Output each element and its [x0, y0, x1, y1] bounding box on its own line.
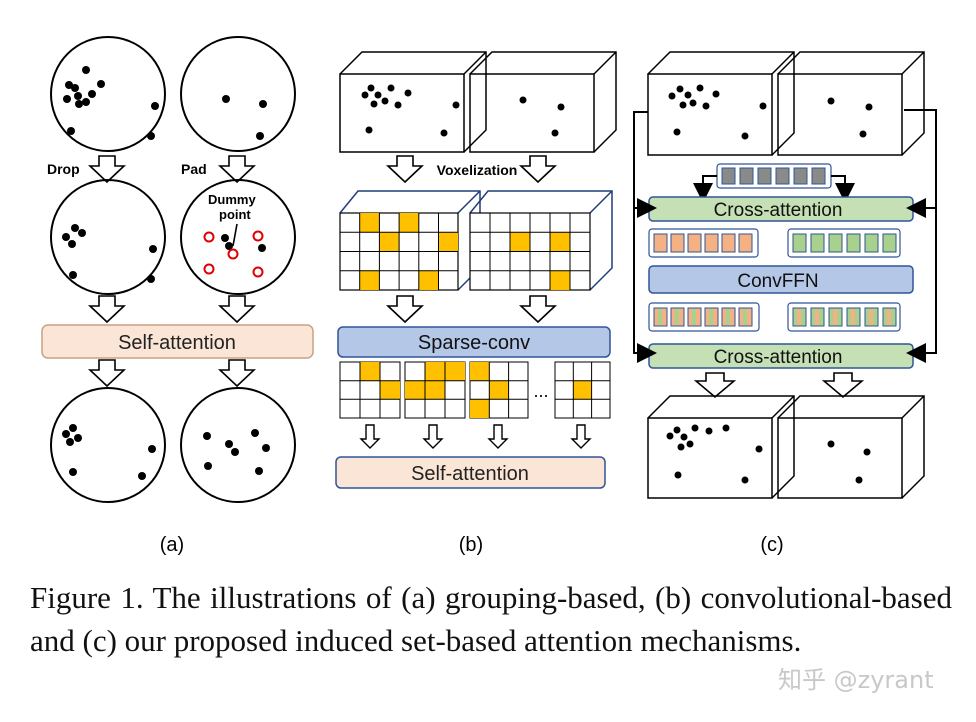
- watermark: 知乎 @zyrant: [778, 666, 934, 694]
- sparse-conv-label: Sparse-conv: [418, 332, 530, 354]
- small-down-arrows: [359, 424, 592, 449]
- points-c-sparse: [827, 97, 873, 138]
- down-arrow-icon: [87, 295, 127, 324]
- dummy-label: Dummy: [208, 192, 256, 207]
- dummy-label-point: point: [219, 207, 251, 222]
- down-arrow-icon: [385, 295, 425, 324]
- mixed-token-stripes-left: [658, 309, 747, 325]
- points-c-out-dense: [666, 424, 763, 484]
- point-cloud-circle: [50, 179, 166, 295]
- cube-left: [339, 51, 487, 153]
- drop-label: Drop: [47, 161, 80, 177]
- cross-attention-label-top: Cross-attention: [714, 200, 843, 221]
- cube-right: [469, 51, 617, 153]
- cube-right-c: [777, 51, 925, 156]
- voxelization-label: Voxelization: [437, 162, 518, 178]
- self-attention-label-b: Self-attention: [411, 463, 529, 485]
- voxel-grid-left: [339, 190, 481, 291]
- down-arrow-icon: [87, 155, 127, 184]
- window-2: [404, 361, 466, 419]
- orange-token-cells: [653, 233, 753, 253]
- point-cloud-circle: [50, 36, 166, 152]
- window-4: [554, 361, 611, 419]
- points-out-a: [62, 424, 156, 480]
- points-c-out-sparse: [827, 440, 871, 484]
- panel-b: Voxelization: [335, 51, 617, 556]
- points-dropped: [62, 224, 157, 283]
- cube-left-c: [647, 51, 795, 156]
- down-arrow-icon: [385, 155, 425, 184]
- down-arrow-icon: [518, 155, 558, 184]
- down-arrow-icon: [217, 359, 257, 388]
- sparse-conv-box: [337, 326, 611, 358]
- cross-attention-label-bottom: Cross-attention: [714, 347, 843, 368]
- convffn-label: ConvFFN: [737, 271, 818, 292]
- cube-right-c-out: [777, 395, 925, 499]
- window-3: [469, 361, 529, 419]
- down-arrow-icon: [87, 359, 127, 388]
- down-arrow-icon: [217, 295, 257, 324]
- point-cloud-circle: [180, 387, 296, 503]
- points-cube-sparse: [519, 96, 565, 137]
- cube-left-c-out: [647, 395, 795, 499]
- seed-arrow-right: [831, 175, 855, 203]
- point-cloud-circle: [180, 179, 296, 295]
- mixed-token-stripes-right: [797, 309, 891, 325]
- points-sparse: [222, 95, 267, 140]
- figure-caption: Figure 1. The illustrations of (a) group…: [30, 580, 952, 658]
- dummy-points: [203, 230, 264, 278]
- voxel-grid-right: [469, 190, 613, 291]
- panel-a: Drop Pad Dummy point Self-attention: [41, 36, 314, 556]
- panel-c-caption: (c): [760, 534, 783, 556]
- panel-b-caption: (b): [459, 534, 483, 556]
- seed-arrow-left: [693, 175, 717, 203]
- pointer-line: [232, 223, 238, 247]
- point-cloud-circle: [50, 387, 166, 503]
- points-out-b: [203, 429, 270, 475]
- convffn-box: [648, 265, 914, 294]
- self-attention-box-b: [335, 456, 606, 489]
- skip-connection-right: [904, 109, 937, 363]
- seed-token-cells: [721, 167, 826, 185]
- points-c-dense: [668, 84, 767, 140]
- skip-connection-left: [633, 111, 657, 363]
- panel-a-caption: (a): [160, 534, 184, 556]
- points-padded: [221, 234, 266, 252]
- points-dense: [63, 66, 159, 140]
- self-attention-label: Self-attention: [118, 332, 236, 354]
- down-arrow-icon: [821, 372, 865, 399]
- panel-c: Cross-attention ConvFFN: [633, 51, 937, 556]
- window-1: [339, 361, 401, 419]
- down-arrow-icon: [518, 295, 558, 324]
- ellipsis: ...: [533, 381, 548, 401]
- self-attention-box: [41, 324, 314, 359]
- green-token-cells: [792, 233, 897, 253]
- point-cloud-circle: [180, 36, 296, 152]
- down-arrow-icon: [693, 372, 737, 399]
- down-arrow-icon: [217, 155, 257, 184]
- pad-label: Pad: [181, 161, 207, 177]
- points-cube-dense: [361, 84, 460, 137]
